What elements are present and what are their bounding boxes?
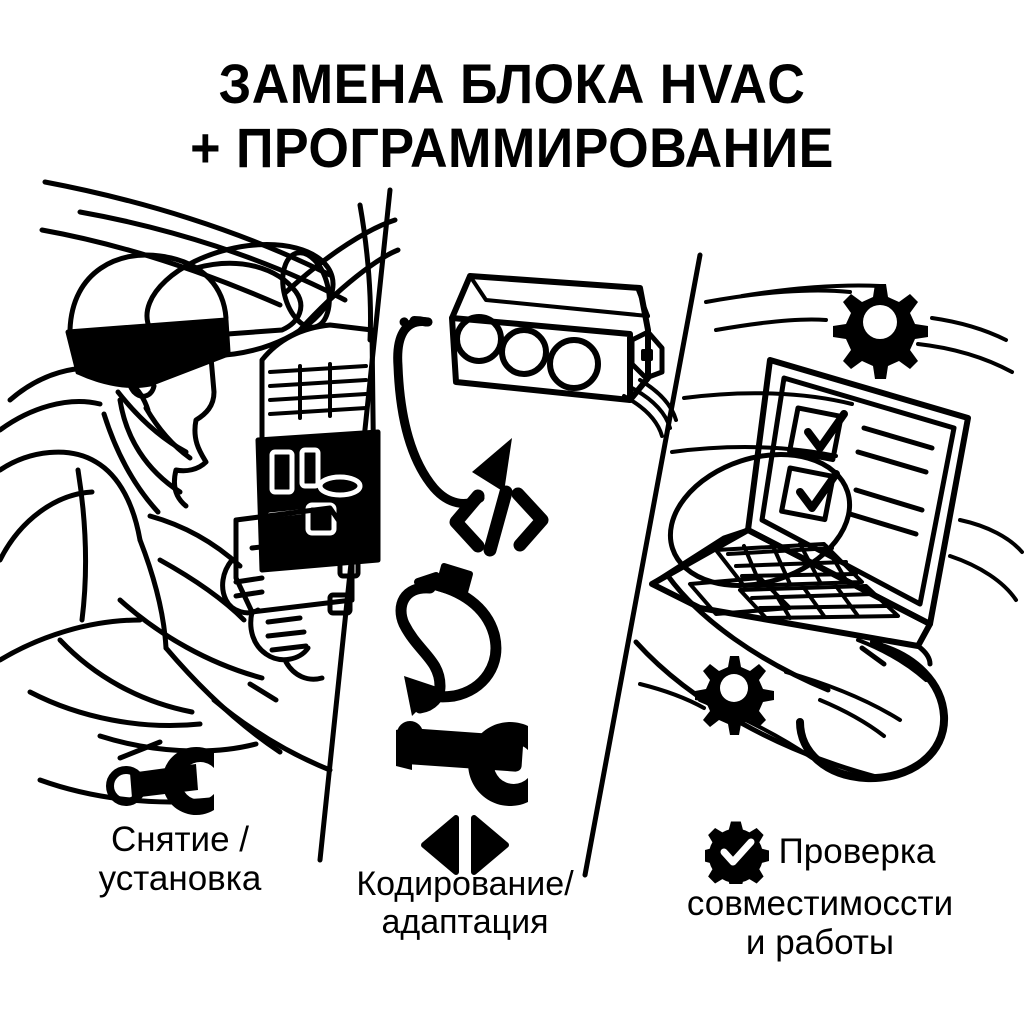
gear-icon [833, 284, 928, 379]
caption-line: совместимоссти [686, 884, 954, 923]
caption-line: Проверка [778, 832, 936, 872]
laptop-checklist [779, 405, 935, 537]
caption-line: установка [98, 859, 262, 899]
scene-laptop-check [633, 283, 1024, 783]
curved-arrow-icon [393, 316, 512, 508]
gear-icon [695, 656, 774, 735]
gear-check-icon [704, 821, 769, 884]
wrench-icon [106, 747, 214, 815]
scene-mechanic-dashboard [0, 179, 401, 805]
caption-removal-install: Снятие / установка [30, 820, 330, 898]
swap-arrows-icon [421, 815, 509, 875]
page-title: ЗАМЕНА БЛОКА HVAC + ПРОГРАММИРОВАНИЕ [0, 52, 1024, 180]
scene-hvac-unit [393, 273, 678, 508]
caption-line: Снятие / [110, 820, 250, 859]
caption-line: Кодирование/ [356, 865, 574, 903]
caption-compatibility-check: Проверка совместимоссти и работы [640, 820, 1000, 962]
wrench-icon [396, 721, 528, 806]
caption-coding-adaptation: Кодирование/ адаптация [300, 865, 630, 941]
title-line-1: ЗАМЕНА БЛОКА HVAC [218, 52, 806, 115]
caption-line: адаптация [381, 903, 549, 942]
panel-divider-right [582, 252, 703, 878]
title-line-2: + ПРОГРАММИРОВАНИЕ [190, 116, 834, 179]
hvac-knobs [454, 314, 601, 391]
caption-line: и работы [745, 923, 895, 963]
caption-row-with-icon: Проверка [640, 820, 1000, 884]
cable-arrow-icon [395, 563, 502, 716]
code-symbol-icon [449, 485, 549, 557]
